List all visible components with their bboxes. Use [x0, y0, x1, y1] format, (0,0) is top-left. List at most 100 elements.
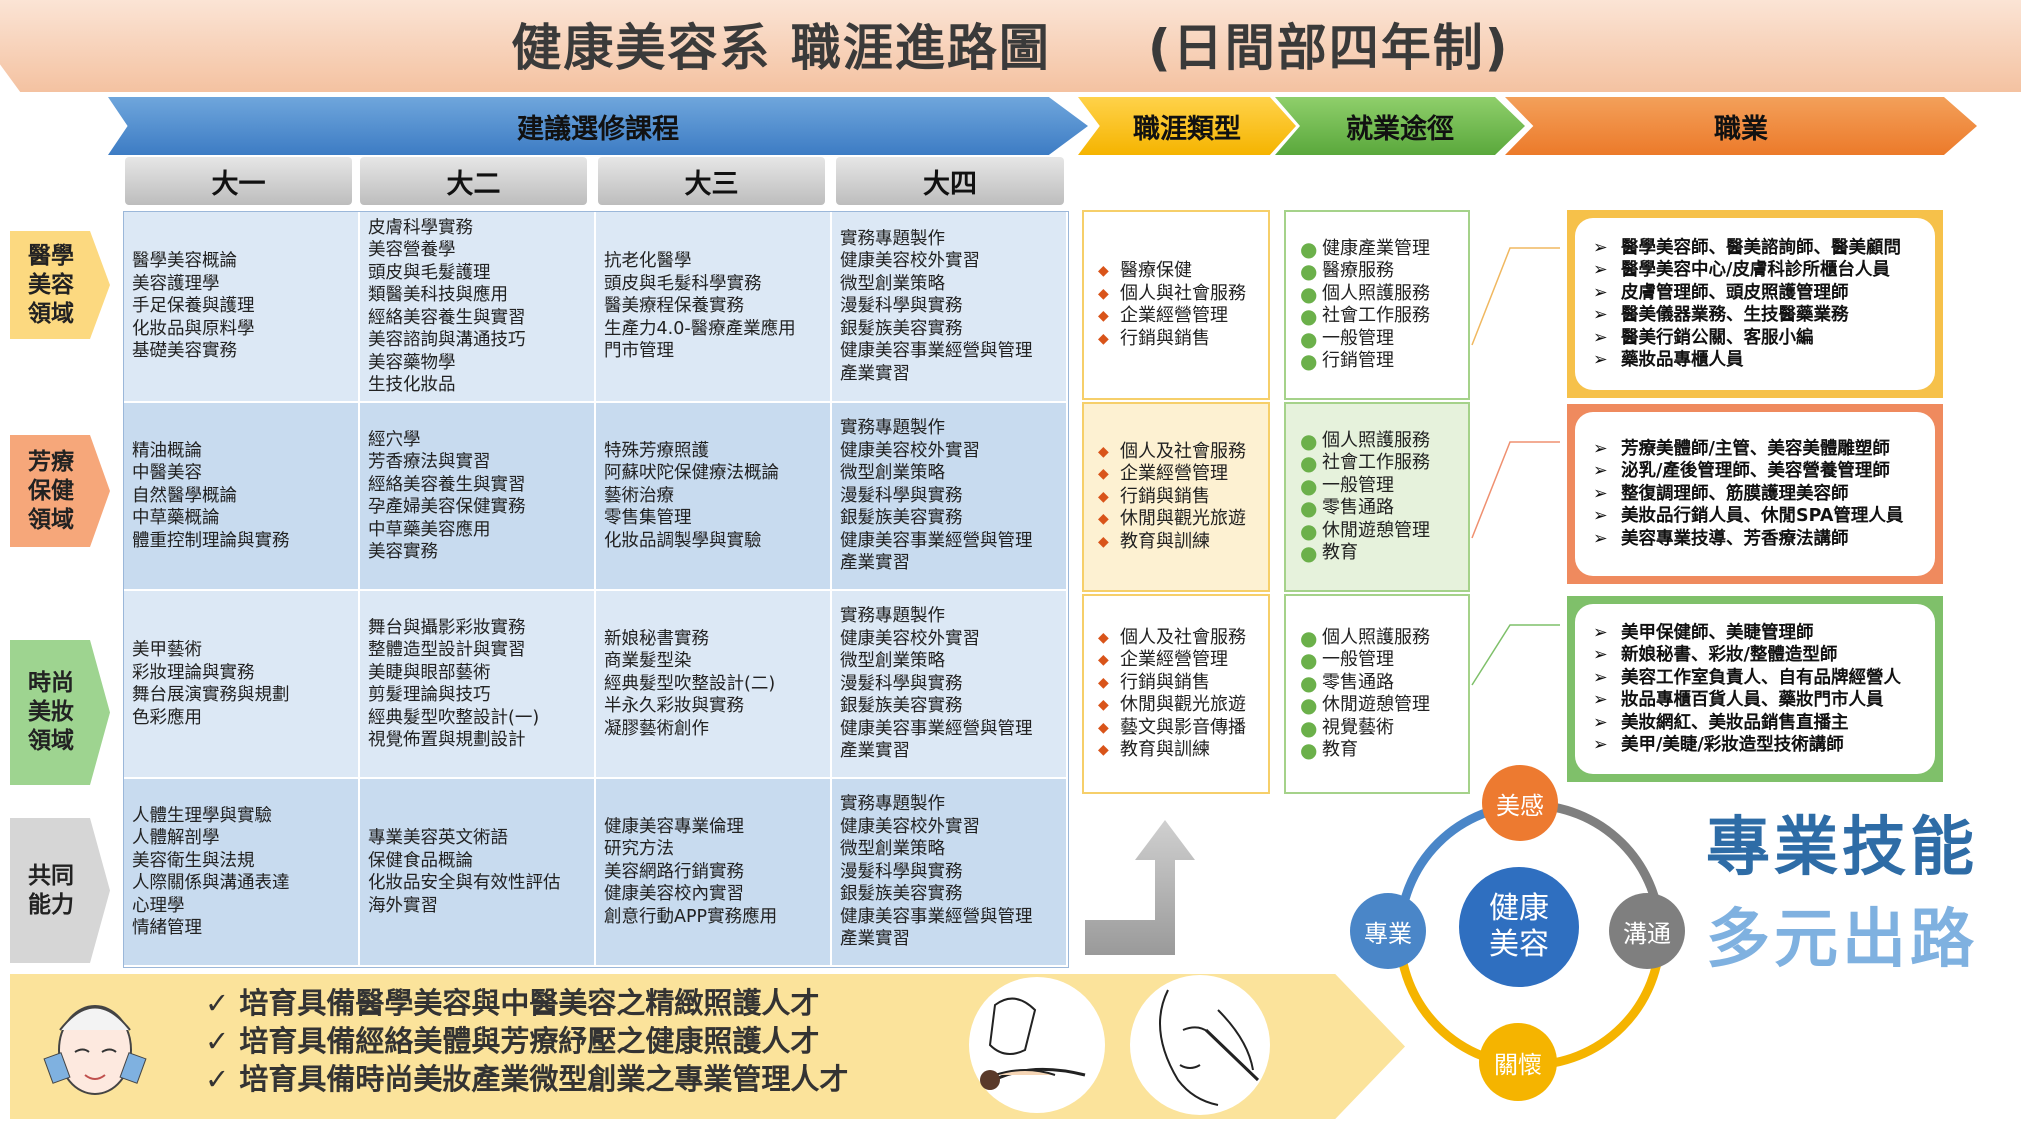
course-cell: 抗老化醫學頭皮與毛髮科學實務醫美療程保養實務生產力4.0-醫療產業應用門市管理 — [596, 212, 832, 403]
job-text: 妝品專櫃百貨人員、藥妝門市人員 — [1621, 690, 1884, 710]
career-type-item: ◆醫療保健 — [1098, 260, 1268, 283]
career-type-box-2: ◆個人及社會服務◆企業經營管理◆行銷與銷售◆休閒與觀光旅遊◆教育與訓練 — [1082, 402, 1270, 592]
employment-path-item: ●健康產業管理 — [1300, 237, 1468, 261]
header-jobs: 職業 — [1505, 97, 1977, 155]
domain-label: 時尚美妝領域 — [26, 669, 76, 756]
diamond-bullet-icon: ◆ — [1098, 652, 1109, 668]
arrow-bullet-icon: ➢ — [1593, 667, 1608, 688]
job-text: 美容專業技導、芳香療法講師 — [1621, 528, 1849, 549]
course-cell: 舞台與攝影彩妝實務整體造型設計與實習美睫與眼部藝術剪髮理論與技巧經典髮型吹整設計… — [360, 591, 596, 779]
course-item: 皮膚科學實務 — [368, 217, 473, 238]
course-item: 舞台展演實務與規劃 — [132, 685, 290, 705]
cycle-node-professional: 專業 — [1350, 893, 1426, 969]
course-item: 彩妝理論與實務 — [132, 662, 255, 683]
course-item: 手足保養與護理 — [132, 296, 255, 317]
course-item: 經穴學 — [368, 429, 421, 450]
page-title: 健康美容系 職涯進路圖 (日間部四年制) — [511, 19, 1510, 77]
course-item: 特殊芳療照護 — [604, 440, 709, 461]
arrow-bullet-icon: ➢ — [1593, 438, 1608, 459]
diamond-bullet-icon: ◆ — [1098, 466, 1109, 483]
job-item: ➢醫美儀器業務、生技醫藥業務 — [1593, 304, 1935, 327]
course-item: 健康美容校外實習 — [840, 628, 980, 649]
job-text: 美甲/美睫/彩妝造型技術講師 — [1621, 735, 1844, 755]
domain-label-line: 能力 — [28, 891, 74, 918]
employment-path-list: ●健康產業管理●醫療服務●個人照護服務●社會工作服務●一般管理●行銷管理 — [1286, 212, 1468, 398]
diamond-bullet-icon: ◆ — [1098, 511, 1109, 528]
employment-path-text: 一般管理 — [1322, 474, 1394, 496]
career-type-item: ◆企業經營管理 — [1098, 305, 1268, 328]
course-item: 基礎美容實務 — [132, 341, 237, 362]
jobs-box-2: ➢芳療美體師/主管、美容美體雕塑師➢泌乳/產後管理師、美容營養管理師➢整復調理師… — [1567, 404, 1943, 584]
course-item: 創意行動APP實務應用 — [604, 906, 778, 927]
course-item: 類醫美科技與應用 — [368, 285, 508, 305]
employment-path-item: ●社會工作服務 — [1300, 452, 1468, 475]
job-item: ➢醫美行銷公關、客服小編 — [1593, 327, 1935, 350]
job-text: 美容工作室負責人、自有品牌經營人 — [1621, 667, 1901, 688]
course-item: 人體解剖學 — [132, 828, 220, 848]
arrow-bullet-icon: ➢ — [1593, 350, 1608, 370]
employment-path-text: 社會工作服務 — [1322, 452, 1430, 473]
course-item: 美容網路行銷實務 — [604, 861, 744, 882]
employment-path-list: ●個人照護服務●一般管理●零售通路●休閒遊憩管理●視覺藝術●教育 — [1286, 596, 1468, 792]
career-type-item: ◆企業經營管理 — [1098, 463, 1268, 486]
course-item: 醫美療程保養實務 — [604, 296, 744, 317]
course-item: 銀髮族美容實務 — [840, 318, 963, 339]
employment-path-box-1: ●健康產業管理●醫療服務●個人照護服務●社會工作服務●一般管理●行銷管理 — [1284, 210, 1470, 400]
course-item: 經典髮型吹整設計(一) — [368, 707, 540, 728]
job-text: 新娘秘書、彩妝/整體造型師 — [1621, 645, 1838, 665]
dot-bullet-icon: ● — [1300, 715, 1318, 740]
course-item: 健康美容事業經營與管理 — [840, 718, 1033, 739]
course-item: 美容諮詢與溝通技巧 — [368, 330, 526, 350]
career-type-text: 教育與訓練 — [1120, 530, 1210, 552]
career-type-list: ◆個人及社會服務◆企業經營管理◆行銷與銷售◆休閒與觀光旅遊◆教育與訓練 — [1084, 404, 1268, 590]
employment-path-text: 一般管理 — [1322, 649, 1394, 670]
arrow-bullet-icon: ➢ — [1593, 237, 1608, 258]
job-item: ➢美甲/美睫/彩妝造型技術講師 — [1593, 734, 1935, 757]
cycle-center-line-1: 健康 — [1489, 891, 1549, 926]
job-item: ➢美妝品行銷人員、休閒SPA管理人員 — [1593, 505, 1935, 528]
career-type-text: 行銷與銷售 — [1120, 485, 1210, 507]
diamond-bullet-icon: ◆ — [1098, 674, 1109, 691]
job-text: 芳療美體師/主管、美容美體雕塑師 — [1621, 438, 1890, 459]
course-item: 保健食品概論 — [368, 850, 473, 871]
job-item: ➢藥妝品專櫃人員 — [1593, 349, 1935, 372]
arrow-bullet-icon: ➢ — [1593, 506, 1608, 527]
employment-path-box-3: ●個人照護服務●一般管理●零售通路●休閒遊憩管理●視覺藝術●教育 — [1284, 594, 1470, 794]
course-item: 實務專題製作 — [840, 418, 945, 439]
course-item: 門市管理 — [604, 341, 674, 362]
job-text: 醫美行銷公關、客服小編 — [1621, 327, 1814, 348]
course-item: 實務專題製作 — [840, 794, 945, 815]
course-item: 美容護理學 — [132, 273, 220, 294]
career-type-text: 企業經營管理 — [1120, 649, 1228, 670]
header-career-type: 職涯類型 — [1078, 97, 1296, 155]
employment-path-text: 一般管理 — [1322, 327, 1394, 349]
job-text: 醫美儀器業務、生技醫藥業務 — [1621, 305, 1849, 325]
course-item: 精油概論 — [132, 440, 202, 461]
course-item: 微型創業策略 — [840, 273, 945, 294]
course-item: 人際關係與溝通表達 — [132, 873, 290, 893]
header-courses: 建議選修課程 — [108, 97, 1088, 155]
employment-path-item: ●教育 — [1300, 542, 1468, 565]
career-type-text: 個人與社會服務 — [1120, 282, 1246, 304]
dot-bullet-icon: ● — [1300, 738, 1318, 762]
course-item: 微型創業策略 — [840, 463, 945, 484]
job-item: ➢醫學美容師、醫美諮詢師、醫美顧問 — [1593, 237, 1935, 260]
course-item: 經絡美容養生與實習 — [368, 307, 526, 328]
arrow-bullet-icon: ➢ — [1593, 260, 1608, 280]
career-type-text: 藝文與影音傳播 — [1120, 716, 1246, 738]
course-grid: 醫學美容概論美容護理學手足保養與護理化妝品與原料學基礎美容實務皮膚科學實務美容營… — [123, 211, 1069, 968]
domain-label: 醫學美容領域 — [26, 242, 76, 329]
course-item: 剪髮理論與技巧 — [368, 685, 491, 705]
career-type-text: 行銷與銷售 — [1120, 327, 1210, 349]
dot-bullet-icon: ● — [1300, 518, 1318, 543]
career-type-text: 個人及社會服務 — [1120, 440, 1246, 462]
employment-path-item: ●休閒遊憩管理 — [1300, 694, 1468, 717]
course-item: 美睫與眼部藝術 — [368, 662, 491, 683]
course-item: 產業實習 — [840, 553, 910, 574]
course-item: 頭皮與毛髮科學實務 — [604, 273, 762, 294]
career-type-item: ◆個人及社會服務 — [1098, 441, 1268, 464]
job-item: ➢醫學美容中心/皮膚科診所櫃台人員 — [1593, 259, 1935, 282]
course-item: 生產力4.0-醫療產業應用 — [604, 318, 796, 339]
course-item: 專業美容英文術語 — [368, 828, 508, 848]
employment-path-text: 教育 — [1322, 739, 1358, 760]
